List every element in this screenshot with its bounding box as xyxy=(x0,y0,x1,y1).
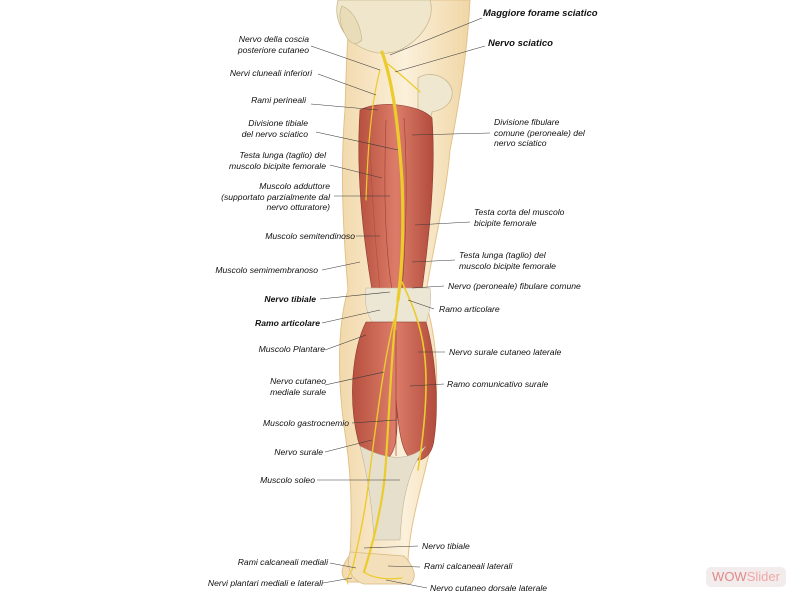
label-nervo-sciatico: Nervo sciatico xyxy=(488,38,553,49)
foot xyxy=(348,551,415,585)
label-nervo-tibiale-lower: Nervo tibiale xyxy=(422,541,470,551)
label-line: Testa lunga (taglio) del xyxy=(459,250,546,260)
label-ramo-articolare-left: Ramo articolare xyxy=(255,318,320,328)
label-nervo-coscia-posteriore-cutaneo: Nervo della coscia posteriore cutaneo xyxy=(238,34,309,55)
watermark-part2: Slider xyxy=(746,569,780,584)
label-nervi-cluneali-inferiori: Nervi cluneali inferiori xyxy=(229,68,312,78)
label-line: nervo otturatore) xyxy=(266,202,330,212)
label-muscolo-soleo: Muscolo soleo xyxy=(260,475,315,485)
nerve-paths xyxy=(346,50,427,585)
label-rami-calcaneali-mediali: Rami calcaneali mediali xyxy=(237,557,328,567)
label-rami-perineali: Rami perineali xyxy=(251,95,306,105)
label-line: posteriore cutaneo xyxy=(237,44,309,55)
label-muscolo-plantare: Muscolo Plantare xyxy=(258,344,325,354)
label-nervo-tibiale: Nervo tibiale xyxy=(264,294,316,304)
label-nervo-surale: Nervo surale xyxy=(274,447,323,457)
label-muscolo-semimembranoso: Muscolo semimembranoso xyxy=(215,265,318,275)
label-testa-lunga-left: Testa lunga (taglio) del muscolo bicipit… xyxy=(229,150,326,171)
label-testa-lunga-right: Testa lunga (taglio) del muscolo bicipit… xyxy=(459,250,556,271)
label-line: Nervo cutaneo xyxy=(270,376,326,386)
label-line: (supportato parzialmente dal xyxy=(221,191,330,202)
label-maggiore-forame-sciatico: Maggiore forame sciatico xyxy=(483,8,598,19)
label-line: bicipite femorale xyxy=(474,217,537,228)
label-rami-calcaneali-laterali: Rami calcaneali laterali xyxy=(424,561,513,571)
label-nervo-fibulare-comune: Nervo (peroneale) fibulare comune xyxy=(448,281,581,291)
label-nervi-plantari: Nervi plantari mediali e laterali xyxy=(207,578,323,588)
label-line: Divisione tibiale xyxy=(248,118,308,128)
label-nervo-cutaneo-mediale-surale: Nervo cutaneo mediale surale xyxy=(270,376,326,397)
label-divisione-fibulare: Divisione fibulare comune (peroneale) de… xyxy=(494,117,585,149)
label-nervo-surale-cutaneo-laterale: Nervo surale cutaneo laterale xyxy=(449,347,562,357)
label-line: mediale surale xyxy=(270,386,326,397)
label-testa-corta: Testa corta del muscolo bicipite femoral… xyxy=(474,207,564,228)
sacrum-bone xyxy=(339,5,363,44)
label-muscolo-adduttore: Muscolo adduttore (supportato parzialmen… xyxy=(221,181,330,213)
label-muscolo-gastrocnemio: Muscolo gastrocnemio xyxy=(263,418,349,428)
label-line: nervo sciatico xyxy=(494,138,547,148)
watermark-part1: WOW xyxy=(712,569,747,584)
label-ramo-articolare-right: Ramo articolare xyxy=(439,304,500,314)
label-divisione-tibiale: Divisione tibiale del nervo sciatico xyxy=(242,118,308,139)
label-nervo-cutaneo-dorsale-laterale: Nervo cutaneo dorsale laterale xyxy=(430,583,548,593)
label-muscolo-semitendinoso: Muscolo semitendinoso xyxy=(265,231,355,241)
thigh-muscles xyxy=(358,104,434,291)
label-line: Muscolo adduttore xyxy=(259,181,330,191)
label-line: Testa lunga (taglio) del xyxy=(239,150,326,160)
label-line: muscolo bicipite femorale xyxy=(459,260,556,271)
wowslider-watermark[interactable]: WOWSlider xyxy=(706,567,786,587)
label-line: comune (peroneale) del xyxy=(494,127,585,138)
label-ramo-comunicativo-surale: Ramo comunicativo surale xyxy=(447,379,549,389)
label-line: del nervo sciatico xyxy=(241,128,308,139)
label-line: Nervo della coscia xyxy=(238,34,309,44)
label-line: Testa corta del muscolo xyxy=(474,207,565,217)
label-line: muscolo bicipite femorale xyxy=(229,160,326,171)
label-line: Divisione fibulare xyxy=(494,117,560,127)
soleus-muscle xyxy=(359,445,427,541)
